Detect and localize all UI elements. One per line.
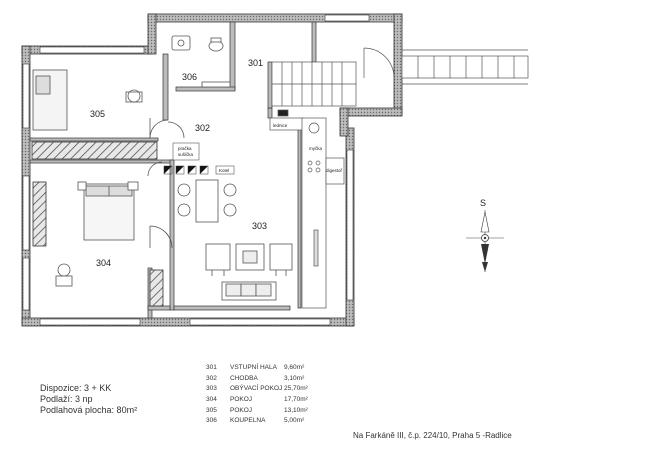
wardrobe-bottom-304 (149, 269, 164, 307)
room-303-furniture (167, 121, 293, 301)
label-pracka: pračka (178, 146, 192, 151)
stairs-301 (271, 61, 357, 117)
label-lednice: lednice (273, 123, 288, 128)
room-numbers: 305 306 301 302 303 304 (90, 58, 267, 268)
fixture-labels: pračka sušička Kotel lednice myčka diges… (172, 123, 343, 175)
wardrobe-column-304 (32, 181, 47, 247)
table-row: 302 CHODBA 3,10m² (206, 374, 305, 382)
compass-label: S (480, 198, 486, 208)
room-305-furniture (32, 69, 169, 139)
info-dispozice: Dispozice: 3 + KK (40, 383, 112, 393)
room-number-302: 302 (195, 123, 210, 133)
north-arrow: S (466, 198, 504, 272)
label-mycka: myčka (309, 146, 322, 151)
room-number-306: 306 (182, 72, 197, 82)
wardrobe-band-305 (31, 141, 158, 160)
label-susicka: sušička (178, 152, 194, 157)
table-row: 303 OBÝVACÍ POKOJ 25,70m² (206, 385, 308, 393)
windows (22, 14, 370, 326)
label-digestor: digestoř (326, 168, 343, 173)
kitchen-counter (269, 117, 345, 309)
table-row: 301 VSTUPNÍ HALA 9,60m² (206, 364, 305, 371)
room-number-305: 305 (90, 109, 105, 119)
table-row: 305 POKOJ 13,10m² (206, 406, 308, 414)
room-number-301: 301 (248, 58, 263, 68)
room-number-303: 303 (252, 221, 267, 231)
interior-walls (29, 21, 317, 319)
bathroom-fixtures (171, 35, 231, 88)
apartment-info: Dispozice: 3 + KK Podlaží: 3 np Podlahov… (40, 383, 137, 416)
floor-plan: pračka sušička Kotel lednice myčka diges… (21, 13, 529, 327)
entrance-stairs (363, 47, 529, 85)
exterior-walls (21, 13, 403, 327)
room-number-304: 304 (96, 258, 111, 268)
room-schedule-table: 301 VSTUPNÍ HALA 9,60m² 302 CHODBA 3,10m… (206, 364, 308, 428)
info-podlazi: Podlaží: 3 np (40, 394, 93, 404)
info-plocha: Podlahová plocha: 80m² (40, 405, 138, 415)
label-kotel: Kotel (219, 168, 229, 173)
address: Na Farkáně III, č.p. 224/10, Praha 5 -Ra… (353, 431, 512, 440)
room-304-furniture (55, 161, 173, 287)
table-row: 304 POKOJ 17,70m² (206, 396, 308, 404)
table-row: 306 KOUPELNA 5,00m² (206, 417, 305, 425)
triangle-markers (163, 165, 209, 175)
